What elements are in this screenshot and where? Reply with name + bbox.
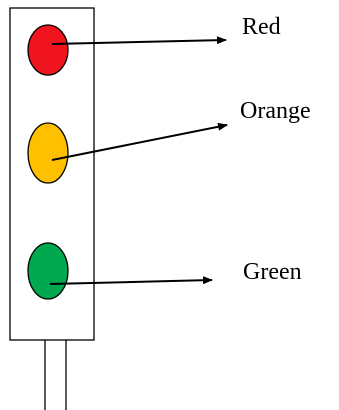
label-green: Green (243, 259, 302, 285)
red-light (27, 24, 69, 76)
label-red: Red (242, 14, 281, 40)
arrow-red (51, 36, 227, 45)
label-orange: Orange (240, 98, 311, 124)
green-light (27, 242, 69, 300)
arrow-green (49, 276, 213, 285)
orange-light (27, 122, 69, 184)
arrow-orange (51, 122, 228, 161)
